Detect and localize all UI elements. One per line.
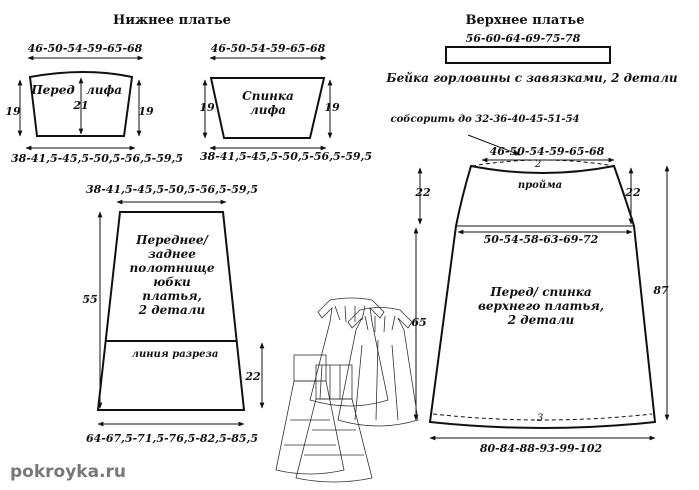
over-panel-label-1: верхнего платья, xyxy=(478,299,604,313)
back-bodice-label-line2: лифа xyxy=(250,103,286,117)
back-bodice-piece: 46-50-54-59-65-68 Спинка лифа 19 19 38-4… xyxy=(199,42,372,163)
dress-sketches-illustration xyxy=(275,297,419,483)
under-skirt-label-3: юбки xyxy=(153,275,191,289)
neck-binding-length-dim: 56-60-64-69-75-78 xyxy=(466,32,581,45)
front-bodice-bottom-dim: 38-41,5-45,5-50,5-56,5-59,5 xyxy=(11,152,183,165)
front-bodice-label-bodice: лифа xyxy=(86,83,122,97)
front-bodice-piece: 46-50-54-59-65-68 Перед лифа 21 19 19 38… xyxy=(5,42,183,165)
over-panel-total-height-dim: 87 xyxy=(653,284,669,297)
over-panel-mid-width-dim: 50-54-58-63-69-72 xyxy=(484,233,599,246)
front-bodice-top-dim: 46-50-54-59-65-68 xyxy=(28,42,143,55)
neck-binding-label: Бейка горловины с завязками, 2 детали xyxy=(385,71,678,85)
over-panel-label-0: Перед/ спинка xyxy=(489,285,591,299)
front-bodice-center-dim: 21 xyxy=(72,99,88,112)
front-bodice-label-front: Перед xyxy=(30,83,74,97)
under-dress-title: Нижнее платье xyxy=(113,13,231,28)
under-skirt-bottom-dim: 64-67,5-71,5-76,5-82,5-85,5 xyxy=(86,432,258,445)
over-panel-armhole-label: пройма xyxy=(518,180,562,191)
under-skirt-label-0: Переднее/ xyxy=(135,233,209,247)
over-panel-bottom-dim: 80-84-88-93-99-102 xyxy=(480,442,603,455)
back-bodice-right-dim: 19 xyxy=(324,101,340,114)
under-skirt-height-dim: 55 xyxy=(82,293,97,306)
back-bodice-bottom-dim: 38-41,5-45,5-50,5-56,5-59,5 xyxy=(200,150,372,163)
under-skirt-lower-dim: 22 xyxy=(244,370,261,383)
under-skirt-piece: 38-41,5-45,5-50,5-56,5-59,5 Переднее/ за… xyxy=(82,183,265,445)
over-panel-top-dim: 46-50-54-59-65-68 xyxy=(490,145,605,158)
over-panel-top-allowance: 2 xyxy=(534,159,541,170)
over-panel-armhole-right-dim: 22 xyxy=(624,186,641,199)
back-bodice-left-dim: 19 xyxy=(199,101,215,114)
back-bodice-top-dim: 46-50-54-59-65-68 xyxy=(211,42,326,55)
over-panel-hem-allowance: 3 xyxy=(537,413,543,424)
over-dress-title: Верхнее платье xyxy=(466,13,585,28)
over-dress-panel-piece: собсорить до 32-36-40-45-51-54 46-50-54-… xyxy=(390,114,670,455)
under-skirt-top-dim: 38-41,5-45,5-50,5-56,5-59,5 xyxy=(86,183,258,196)
over-panel-gather-note: собсорить до 32-36-40-45-51-54 xyxy=(390,114,579,125)
over-panel-label-2: 2 детали xyxy=(507,313,575,327)
under-skirt-cut-line-label: линия разреза xyxy=(132,349,219,360)
front-bodice-left-dim: 19 xyxy=(5,105,21,118)
over-panel-armhole-left-dim: 22 xyxy=(414,186,431,199)
over-panel-lower-height-dim: 65 xyxy=(411,316,426,329)
front-bodice-right-dim: 19 xyxy=(138,105,154,118)
under-skirt-label-4: платья, xyxy=(142,289,202,303)
watermark-text: pokroyka.ru xyxy=(10,462,126,482)
under-skirt-label-2: полотнище xyxy=(130,261,215,275)
under-skirt-label-5: 2 детали xyxy=(138,303,206,317)
under-skirt-label-1: заднее xyxy=(148,247,196,261)
back-bodice-label-line1: Спинка xyxy=(242,89,294,103)
neck-binding-piece: 56-60-64-69-75-78 Бейка горловины с завя… xyxy=(385,32,678,85)
